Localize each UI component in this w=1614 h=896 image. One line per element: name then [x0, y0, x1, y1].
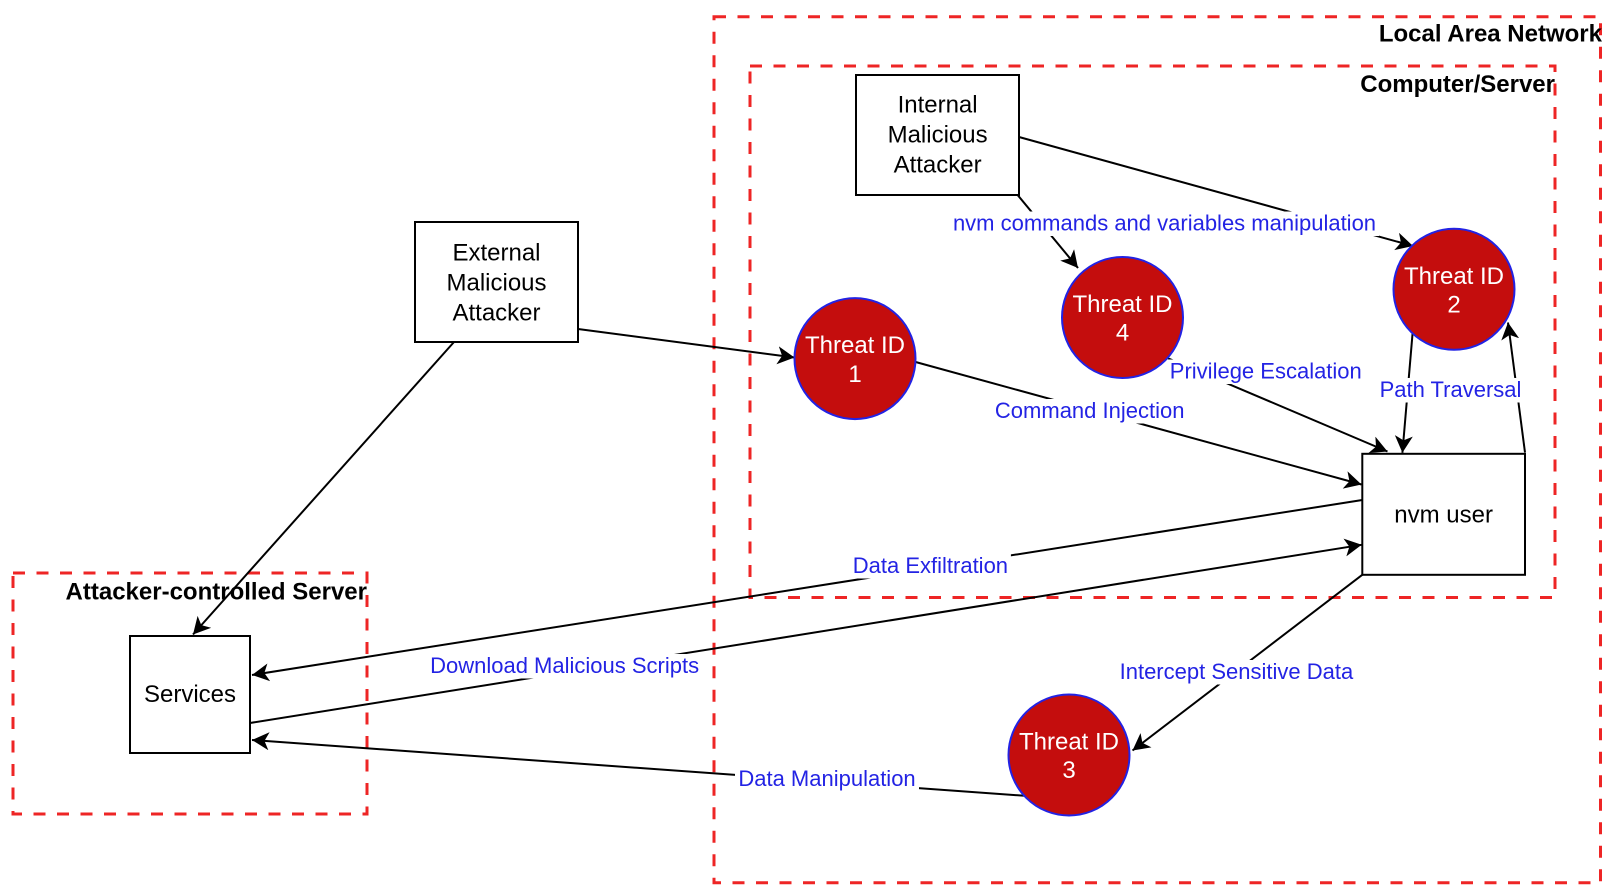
- svg-text:4: 4: [1116, 320, 1129, 347]
- svg-text:1: 1: [848, 361, 861, 388]
- svg-text:Computer/Server: Computer/Server: [1360, 71, 1555, 98]
- svg-text:Threat ID: Threat ID: [805, 332, 905, 359]
- svg-text:Intercept Sensitive Data: Intercept Sensitive Data: [1120, 659, 1354, 684]
- svg-text:Threat ID: Threat ID: [1072, 291, 1172, 318]
- svg-text:Attacker: Attacker: [894, 152, 982, 179]
- svg-text:Data Manipulation: Data Manipulation: [738, 766, 915, 791]
- svg-text:nvm user: nvm user: [1394, 502, 1493, 529]
- svg-text:3: 3: [1062, 757, 1075, 784]
- svg-text:External: External: [452, 240, 540, 267]
- svg-text:Path Traversal: Path Traversal: [1380, 377, 1522, 402]
- svg-text:Malicious: Malicious: [888, 122, 988, 149]
- svg-text:Download Malicious Scripts: Download Malicious Scripts: [430, 653, 699, 678]
- svg-text:Internal: Internal: [898, 92, 978, 119]
- svg-text:Threat ID: Threat ID: [1404, 263, 1504, 290]
- svg-text:Privilege Escalation: Privilege Escalation: [1170, 359, 1362, 384]
- svg-text:Services: Services: [144, 681, 236, 708]
- svg-text:Local Area Network: Local Area Network: [1379, 21, 1603, 48]
- svg-text:Data Exfiltration: Data Exfiltration: [853, 553, 1008, 578]
- svg-text:2: 2: [1447, 292, 1460, 319]
- svg-text:Attacker: Attacker: [452, 300, 540, 327]
- svg-text:Threat ID: Threat ID: [1019, 729, 1119, 756]
- svg-text:Command Injection: Command Injection: [995, 398, 1185, 423]
- svg-text:nvm commands and variables man: nvm commands and variables manipulation: [953, 211, 1376, 236]
- svg-text:Attacker-controlled Server: Attacker-controlled Server: [66, 579, 367, 606]
- svg-text:Malicious: Malicious: [446, 270, 546, 297]
